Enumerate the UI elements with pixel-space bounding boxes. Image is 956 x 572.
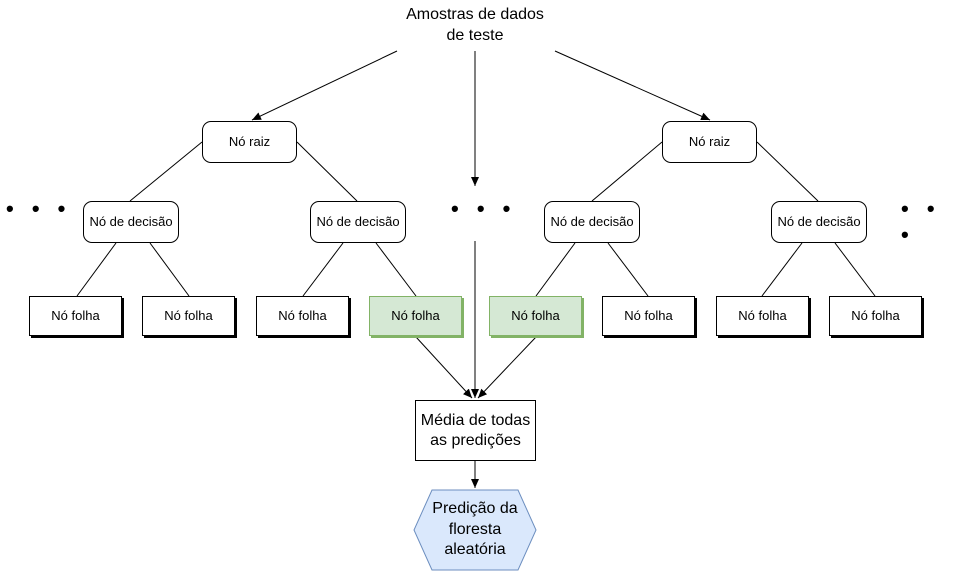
leaf-node-2: Nó folha (142, 296, 235, 336)
leaf-node-8: Nó folha (829, 296, 922, 336)
edge-dec4-to-leaf7 (761, 242, 803, 297)
output-line-2: floresta (448, 520, 502, 538)
arrow-input-to-root-left (251, 50, 398, 121)
edge-root-left-to-dec1 (129, 141, 203, 202)
edge-root-left-to-dec2 (296, 141, 358, 202)
leaf-node-1: Nó folha (29, 296, 122, 336)
average-line-1: Média de todas (420, 411, 531, 429)
decision-node-1: Nó de decisão (83, 201, 179, 243)
input-samples-label: Amostras de dados de teste (385, 5, 565, 47)
edge-root-right-to-dec3 (591, 141, 663, 202)
decision-node-3: Nó de decisão (544, 201, 640, 243)
arrow-leaf5-to-average (477, 336, 537, 399)
average-predictions-box: Média de todas as predições (415, 400, 536, 461)
edge-root-right-to-dec4 (756, 141, 819, 202)
leaf-node-4-highlighted: Nó folha (369, 296, 462, 336)
output-hexagon (413, 489, 537, 571)
arrow-leaf4-to-average (415, 336, 473, 399)
ellipsis-left: • • • (6, 196, 72, 221)
output-line-1: Predição da (432, 499, 518, 517)
input-line-2: de teste (446, 26, 504, 44)
edge-dec1-to-leaf2 (149, 242, 190, 297)
leaf-node-6: Nó folha (602, 296, 695, 336)
edge-dec3-to-leaf5 (535, 242, 576, 297)
leaf-node-3: Nó folha (256, 296, 349, 336)
input-line-1: Amostras de dados (406, 6, 544, 23)
random-forest-prediction-label: Predição da floresta aleatória (414, 490, 536, 570)
edge-dec1-to-leaf1 (76, 242, 117, 297)
ellipsis-right: • • • (901, 196, 941, 247)
root-node-left: Nó raiz (202, 121, 297, 163)
edge-dec2-to-leaf4 (375, 242, 417, 297)
edge-dec3-to-leaf6 (607, 242, 649, 297)
leaf-node-5-highlighted: Nó folha (489, 296, 582, 336)
decision-node-4: Nó de decisão (771, 201, 867, 243)
decision-node-2: Nó de decisão (310, 201, 406, 243)
root-node-right: Nó raiz (662, 121, 757, 163)
edge-dec2-to-leaf3 (302, 242, 344, 297)
arrow-input-to-root-right (554, 50, 711, 121)
edge-dec4-to-leaf8 (834, 242, 876, 297)
ellipsis-middle: • • • (451, 196, 517, 221)
leaf-node-7: Nó folha (716, 296, 809, 336)
output-line-3: aleatória (444, 541, 506, 559)
average-line-2: as predições (430, 431, 521, 449)
